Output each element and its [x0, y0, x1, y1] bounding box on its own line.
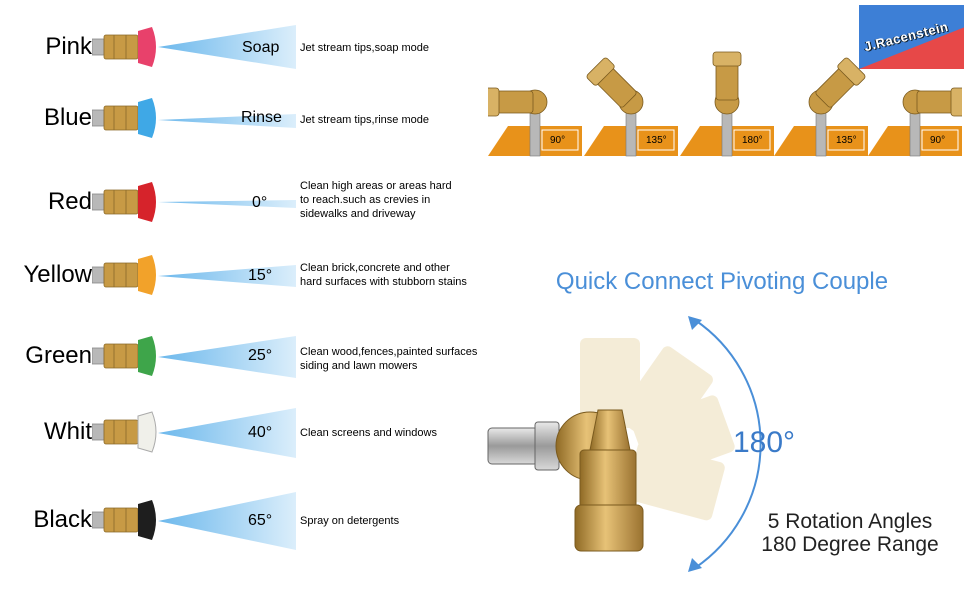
angle-value-label: 90° [930, 135, 946, 146]
nozzle-tip-icon [92, 411, 157, 453]
tip-row-blue: Blue Rinse Jet stream tips,rinse mode [0, 88, 490, 148]
tip-description: Clean high areas or areas hard to reach.… [300, 180, 452, 220]
spray-angle-label: 65° [248, 512, 273, 529]
spray-angle-label: 15° [248, 267, 273, 284]
angle-panel-2: 135° [584, 40, 678, 158]
tip-description: Spray on detergents [300, 515, 400, 527]
range-label: 180° [733, 426, 796, 459]
rotation-line-1: 5 Rotation Angles [767, 510, 933, 533]
spray-pattern-icon [158, 336, 296, 378]
tip-description: Clean brick,concrete and other hard surf… [300, 262, 467, 288]
tip-description: Jet stream tips,soap mode [300, 42, 430, 54]
pivot-coupler-icon [868, 87, 966, 157]
tip-row-black: Black 65° Spray on detergents [0, 490, 490, 550]
tip-description: Jet stream tips,rinse mode [300, 114, 429, 126]
angle-value-label: 135° [836, 135, 857, 146]
tip-color-label: Red [47, 188, 92, 215]
pivoting-coupler-illustration [487, 316, 762, 572]
angle-panel-3: 180° [680, 40, 774, 158]
brand-logo: J.Racenstein [859, 5, 964, 69]
spray-pattern-icon [158, 492, 296, 550]
spray-angle-label: 0° [252, 194, 268, 211]
tip-color-label: Yellow [23, 261, 93, 288]
tip-color-label: Blue [43, 104, 92, 131]
tip-row-red: Red 0° Clean high areas or areas hard to r… [0, 172, 490, 232]
angle-value-label: 135° [646, 135, 667, 146]
tip-row-yellow: Yellow 15° Clean brick,concrete and other … [0, 245, 490, 305]
ghost-positions [580, 338, 735, 521]
nozzle-tip-icon [92, 255, 156, 295]
tip-description: Clean wood,fences,painted surfaces sidin… [300, 346, 478, 372]
tip-row-green: Green 25° Clean wood,fences,painted surfac… [0, 326, 490, 386]
angle-value-label: 180° [742, 135, 763, 146]
spray-angle-label: 40° [248, 424, 273, 441]
pivot-coupler-icon [584, 57, 678, 157]
nozzle-tip-icon [92, 336, 156, 376]
nozzle-tip-icon [92, 27, 156, 67]
angle-panel-5: 90° [868, 40, 966, 158]
angle-panel-1: 90° [484, 40, 582, 158]
spray-pattern-icon [158, 200, 296, 208]
rotation-line-2: 180 Degree Range [761, 533, 939, 556]
angle-value-label: 90° [550, 135, 566, 146]
nozzle-tip-icon [92, 182, 156, 222]
spray-pattern-icon [158, 25, 296, 69]
nozzle-tip-icon [92, 500, 156, 540]
tip-row-white: Whit 40° Clean screens and windows [0, 402, 490, 462]
spray-pattern-icon [158, 265, 296, 287]
pivot-coupler-icon [774, 57, 868, 157]
spray-angle-label: Rinse [241, 109, 282, 126]
spray-pattern-icon [158, 114, 296, 128]
tip-color-label: Whit [44, 418, 92, 445]
spray-pattern-icon [158, 408, 296, 458]
tip-color-label: Pink [45, 33, 92, 60]
pivot-coupler-icon [484, 87, 582, 157]
rotation-caption: 5 Rotation Angles 180 Degree Range [740, 510, 960, 556]
spray-angle-label: 25° [248, 347, 273, 364]
tip-color-label: Green [25, 342, 92, 369]
tip-row-pink: Pink Soap Jet stream tips,soap mode [0, 17, 490, 77]
angle-panel-4: 135° [774, 40, 868, 158]
pivot-coupler-icon [680, 51, 774, 157]
tip-color-label: Black [33, 506, 92, 533]
coupler-title: Quick Connect Pivoting Couple [555, 268, 889, 295]
nozzle-tip-icon [92, 98, 156, 138]
spray-angle-label: Soap [242, 39, 280, 56]
tip-description: Clean screens and windows [300, 427, 437, 439]
